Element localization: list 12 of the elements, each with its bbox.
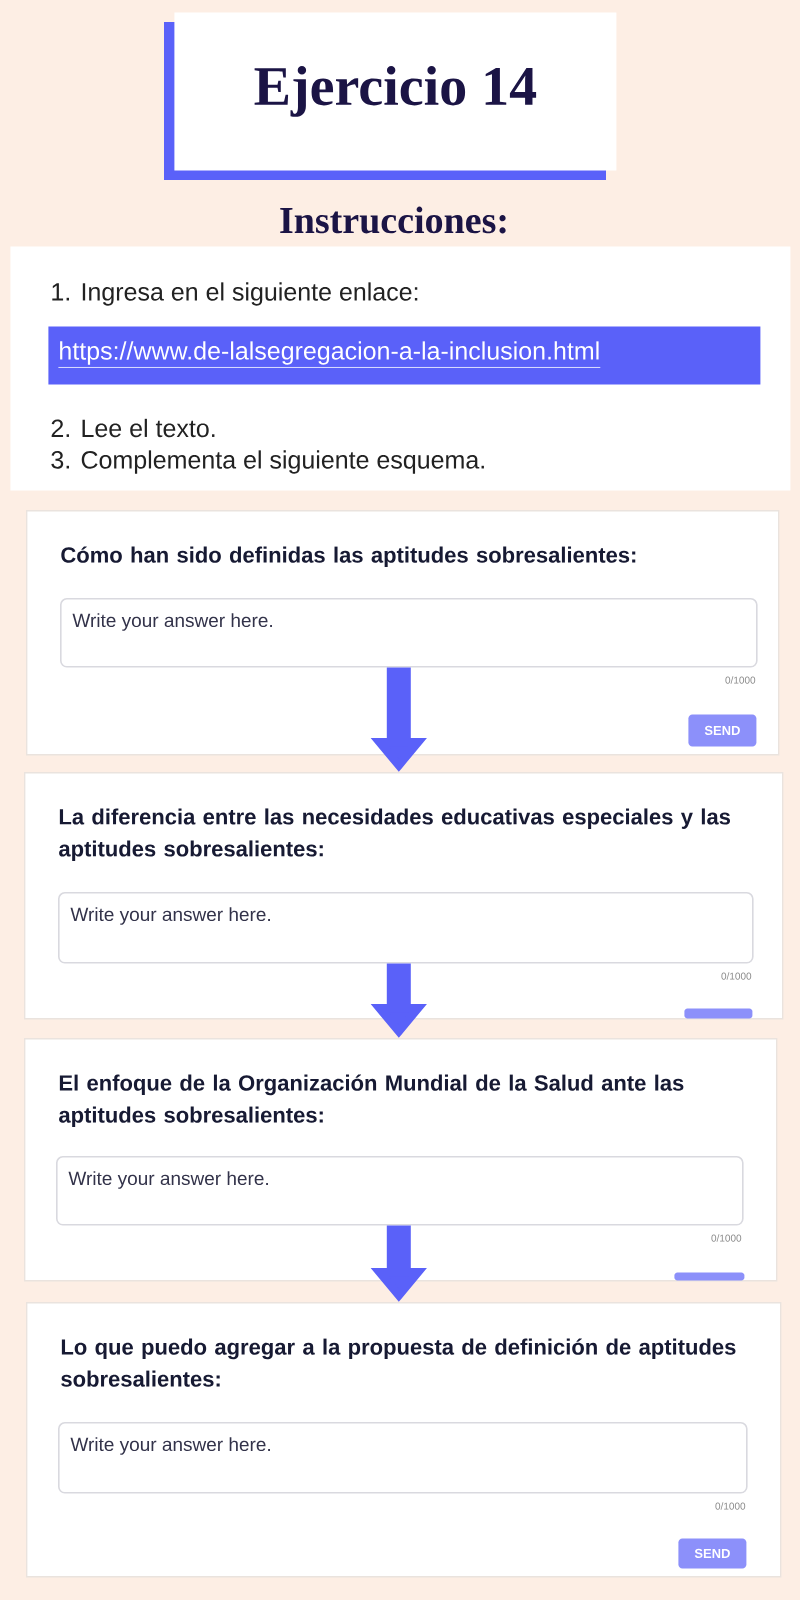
button [674,1272,745,1281]
title-box: Ejercicio 14 [164,12,617,180]
list-item: 3. Complementa el siguiente esquema. [51,450,484,474]
list-item: 1. Ingresa en el siguiente enlace: [52,282,418,306]
answer-field: Write your answer here. [58,892,754,964]
answer-field: Write your answer here. [56,1156,744,1226]
list-item: 2. Lee el texto. [51,418,215,438]
heading: Instrucciones: [280,206,506,234]
link-banner: https://www.de-lalsegregacion-a-la-inclusion.html [48,326,761,385]
answer-field: Write your answer here. [60,598,758,668]
button [684,1008,753,1019]
answer-field: Write your answer here. [58,1422,748,1494]
